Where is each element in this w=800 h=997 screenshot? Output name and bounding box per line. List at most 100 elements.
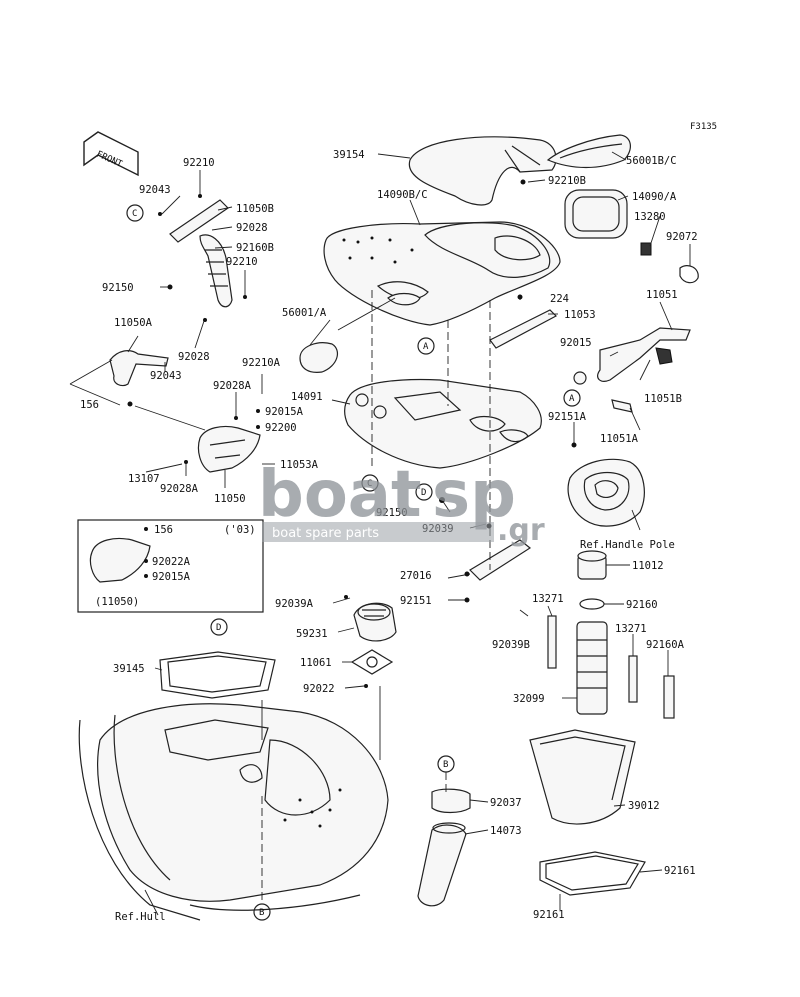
callout-d2: D <box>210 618 228 636</box>
handle-base-part[interactable] <box>197 425 261 473</box>
label-14091: 14091 <box>291 391 323 403</box>
label-11050A: 11050A <box>114 317 153 329</box>
gasket-39145-part[interactable] <box>159 651 276 699</box>
label-92028A-bot: 92028A <box>160 483 199 495</box>
label-92028-mid: 92028 <box>178 351 210 363</box>
label-11050: 11050 <box>214 493 246 505</box>
label-92015A: 92015A <box>265 406 304 418</box>
label-56001BC: 56001B/C <box>626 155 677 167</box>
hull-part[interactable] <box>78 703 389 921</box>
label-39145: 39145 <box>113 663 145 675</box>
label-59231: 59231 <box>296 628 328 640</box>
deck-cover-part[interactable] <box>323 221 561 326</box>
nut-92015-part[interactable] <box>573 371 587 385</box>
strip-13271a-part[interactable] <box>547 615 557 669</box>
label-14090BC: 14090B/C <box>377 189 428 201</box>
label-224: 224 <box>550 293 569 305</box>
label-ref-handle-pole: Ref.Handle Pole <box>580 539 675 551</box>
label-11053A: 11053A <box>280 459 319 471</box>
watermark-brand-right: sp <box>432 458 516 532</box>
plate-11051A-part[interactable] <box>611 399 633 413</box>
callout-a2: A <box>563 389 581 407</box>
label-156-top: 156 <box>80 399 99 411</box>
label-92210-top: 92210 <box>183 157 215 169</box>
lever-11051-part[interactable] <box>597 327 691 382</box>
gasket-11061-part[interactable] <box>350 649 394 675</box>
lid-part[interactable] <box>564 189 628 239</box>
label-11051: 11051 <box>646 289 678 301</box>
handle-lever-part[interactable] <box>109 350 169 387</box>
label-plate-part[interactable] <box>640 242 652 256</box>
bracket-27016-part[interactable] <box>469 539 532 581</box>
label-11053: 11053 <box>564 309 596 321</box>
label-92200: 92200 <box>265 422 297 434</box>
label-92022: 92022 <box>303 683 335 695</box>
clamp-92037-part[interactable] <box>431 788 471 814</box>
label-92043-top: 92043 <box>139 184 171 196</box>
strip-13271b-part[interactable] <box>628 655 638 703</box>
svg-text:A: A <box>423 342 429 352</box>
label-156-inset: 156 <box>154 524 173 536</box>
handle-bracket-part[interactable] <box>169 199 233 308</box>
svg-text:D: D <box>216 623 221 633</box>
callout-a1: A <box>417 337 435 355</box>
label-92150-mid: 92150 <box>376 507 408 519</box>
oring-92160-part[interactable] <box>579 598 605 610</box>
label-92210-mid: 92210 <box>226 256 258 268</box>
label-92210A: 92210A <box>242 357 281 369</box>
label-27016: 27016 <box>400 570 432 582</box>
label-39012: 39012 <box>628 800 660 812</box>
watermark: boat sp .gr boat spare parts <box>258 458 545 548</box>
label-92160B: 92160B <box>236 242 274 254</box>
label-92160A: 92160A <box>646 639 685 651</box>
cap-11012-part[interactable] <box>577 550 607 580</box>
part-labels: 39154 56001B/C 14090B/C 92210B 14090/A 1… <box>80 149 698 923</box>
tube-32099-part[interactable] <box>576 621 608 715</box>
bolt-part[interactable] <box>145 463 183 473</box>
hose-14073-part[interactable] <box>417 822 467 907</box>
figure-code: F3135 <box>690 122 717 132</box>
watermark-tagline: boat spare parts <box>272 526 379 541</box>
gasket-92161-part[interactable] <box>539 851 646 896</box>
strip-92160A-part[interactable] <box>663 675 675 719</box>
callout-c2: C <box>361 474 379 492</box>
handle-pole-boot-part[interactable] <box>567 458 645 527</box>
inset-part[interactable] <box>89 537 151 583</box>
inner-tray-part[interactable] <box>344 378 542 469</box>
watermark-tld: .gr <box>497 513 545 548</box>
bucket-39012-part[interactable] <box>529 729 636 825</box>
label-14073: 14073 <box>490 825 522 837</box>
cushion-part[interactable] <box>546 134 631 169</box>
label-92161-right: 92161 <box>664 865 696 877</box>
inset-box <box>77 519 264 613</box>
callout-c1: C <box>126 204 144 222</box>
label-11051A: 11051A <box>600 433 639 445</box>
leader-lines <box>69 151 691 916</box>
label-11051B: 11051B <box>644 393 682 405</box>
label-13280: 13280 <box>634 211 666 223</box>
vent-59231-part[interactable] <box>353 602 397 642</box>
svg-text:A: A <box>569 394 575 404</box>
vent-part[interactable] <box>387 292 421 306</box>
label-13107: 13107 <box>128 473 160 485</box>
label-92028A-top: 92028A <box>213 380 252 392</box>
clip-11051B-part[interactable] <box>655 347 673 365</box>
label-92072: 92072 <box>666 231 698 243</box>
seat-part[interactable] <box>408 136 557 206</box>
label-11050-inset: (11050) <box>95 596 139 608</box>
label-56001A: 56001/A <box>282 307 327 319</box>
label-92161-bottom: 92161 <box>533 909 565 921</box>
watermark-brand-left: boat <box>258 458 422 532</box>
label-inset-year: ('03) <box>224 524 256 536</box>
label-32099: 32099 <box>513 693 545 705</box>
bracket-11053-part[interactable] <box>489 309 557 349</box>
clip-part[interactable] <box>679 265 699 284</box>
callout-b2: B <box>253 903 271 921</box>
label-39154: 39154 <box>333 149 365 161</box>
label-92037: 92037 <box>490 797 522 809</box>
pad-part[interactable] <box>299 342 339 373</box>
label-92210B: 92210B <box>548 175 586 187</box>
front-arrow-icon: FRONT <box>83 131 139 177</box>
